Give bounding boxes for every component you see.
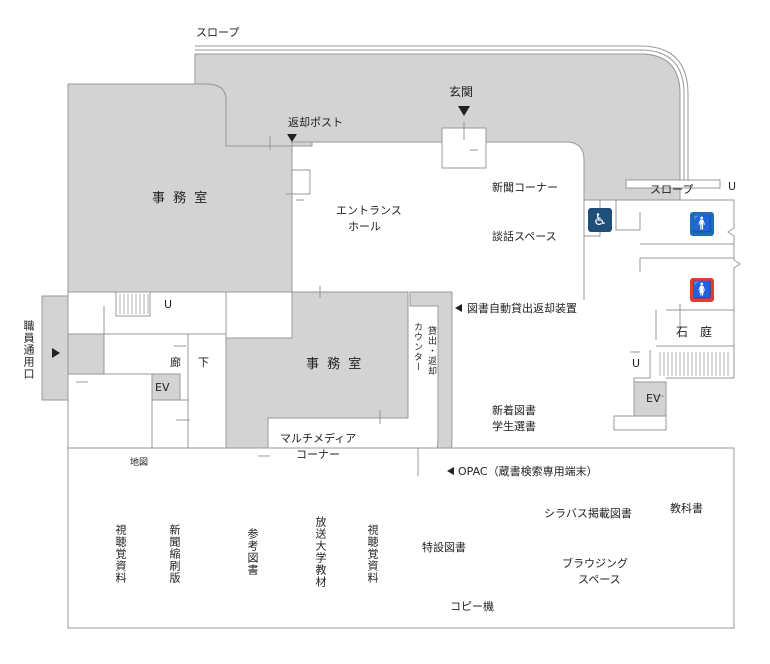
copier-label: コピー機 bbox=[450, 600, 494, 613]
corridor-label-2: 下 bbox=[198, 356, 209, 369]
open-univ-label: 放送大学教材 bbox=[314, 516, 327, 588]
multimedia-label-1: マルチメディア bbox=[280, 432, 357, 445]
u-right-label: U bbox=[728, 180, 737, 193]
u-stair-label: U bbox=[632, 357, 641, 370]
av-materials-label-1: 視聴覚資料 bbox=[114, 524, 127, 584]
wheelchair-icon: ♿ bbox=[588, 208, 612, 232]
entrance-hall-label-2: ホール bbox=[348, 220, 381, 233]
entrance-label: 玄関 bbox=[449, 85, 474, 99]
slope-top-label: スロープ bbox=[196, 26, 240, 39]
auto-lending-arrow bbox=[455, 304, 462, 312]
browsing-label-2: スペース bbox=[578, 573, 621, 586]
female-restroom-icon: 🚺 bbox=[690, 278, 714, 302]
ev-right-label: EV bbox=[646, 392, 661, 405]
discussion-space-label: 談話スペース bbox=[492, 230, 557, 243]
corridor-label-1: 廊 bbox=[170, 356, 181, 369]
new-books-label-1: 新着図書 bbox=[492, 404, 536, 417]
newspaper-reduced-label: 新聞縮刷版 bbox=[168, 524, 181, 584]
lending-counter-label-1: 貸出・返却 bbox=[426, 326, 436, 376]
ev-left-label: EV bbox=[155, 381, 170, 394]
courtyard-label: 石 庭 bbox=[676, 325, 713, 339]
av-materials-label-2: 視聴覚資料 bbox=[366, 524, 379, 584]
reference-label: 参考図書 bbox=[246, 528, 259, 576]
auto-lending-label: 図書自動貸出返却装置 bbox=[467, 302, 577, 315]
map-label: 地図 bbox=[130, 458, 149, 468]
u-left-label: U bbox=[164, 298, 173, 311]
slope-right-label: スロープ bbox=[650, 183, 694, 196]
slope-band bbox=[195, 45, 689, 180]
staff-entrance-label: 職員通用口 bbox=[22, 320, 35, 380]
entrance-arrow bbox=[458, 106, 470, 116]
special-books-label: 特設図書 bbox=[422, 541, 466, 554]
browsing-label-1: ブラウジング bbox=[562, 557, 628, 570]
textbooks-label: 教科書 bbox=[670, 502, 703, 515]
staff-entrance-arrow bbox=[52, 348, 60, 358]
lending-counter-label-2: カウンター bbox=[412, 322, 422, 372]
return-post-arrow bbox=[287, 134, 297, 142]
newspaper-corner-label: 新聞コーナー bbox=[492, 181, 558, 194]
office-main-label: 事 務 室 bbox=[152, 191, 210, 206]
office-second-label: 事 務 室 bbox=[306, 357, 364, 372]
multimedia-label-2: コーナー bbox=[296, 448, 340, 461]
opac-arrow bbox=[447, 467, 454, 475]
return-post-label: 返却ポスト bbox=[288, 116, 343, 129]
entrance-hall-label-1: エントランス bbox=[336, 204, 402, 217]
new-books-label-2: 学生選書 bbox=[492, 420, 536, 433]
opac-label: OPAC（蔵書検索専用端末） bbox=[458, 465, 598, 478]
male-restroom-icon: 🚹 bbox=[690, 212, 714, 236]
ev-left-box bbox=[151, 373, 181, 401]
syllabus-label: シラバス掲載図書 bbox=[544, 507, 632, 520]
